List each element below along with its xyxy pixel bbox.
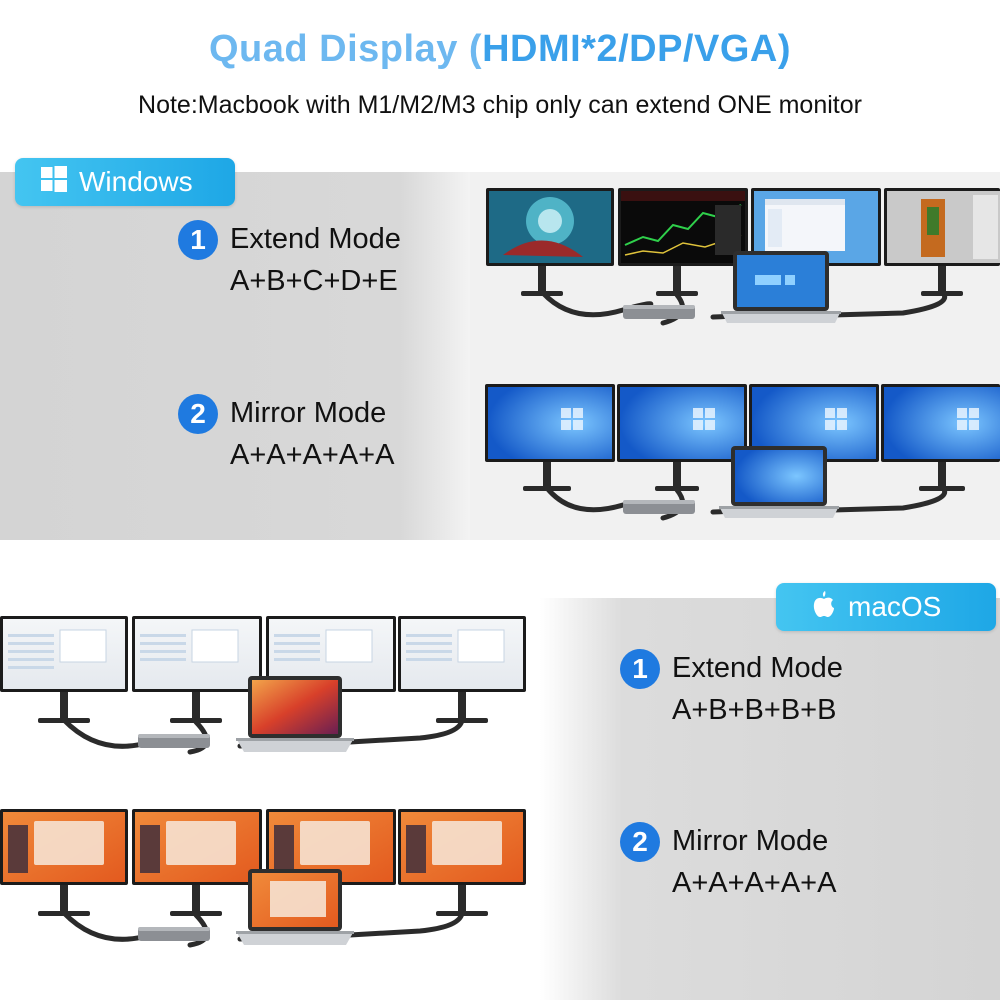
windows-badge: Windows <box>15 158 235 206</box>
apple-logo-icon <box>812 590 836 625</box>
title-part-2: HDMI*2/DP/VGA) <box>482 28 791 70</box>
mode-name: Extend Mode <box>672 652 843 684</box>
macbook-mirror <box>236 869 354 945</box>
mode-formula: A+A+A+A+A <box>230 439 395 471</box>
title-part-1: Quad Display ( <box>209 28 483 70</box>
mode-formula: A+B+B+B+B <box>672 694 837 726</box>
mode-number-badge: 1 <box>620 649 660 689</box>
windows-extend-illustration <box>486 188 1000 326</box>
mode-number-badge: 1 <box>178 220 218 260</box>
windows-logo-icon <box>41 165 67 199</box>
laptop-e <box>721 251 841 323</box>
monitor-b <box>618 188 748 266</box>
windows-mirror-illustration <box>485 384 1000 521</box>
macos-badge-label: macOS <box>848 591 942 622</box>
windows-mirror-mode: 2 Mirror Mode A+A+A+A+A <box>178 392 394 476</box>
windows-extend-mode: 1 Extend Mode A+B+C+D+E <box>178 218 401 302</box>
mode-formula: A+A+A+A+A <box>672 867 837 899</box>
macos-mirror-illustration <box>0 809 526 948</box>
windows-badge-label: Windows <box>79 166 193 197</box>
laptop-mirror <box>719 446 839 518</box>
mode-number-badge: 2 <box>178 394 218 434</box>
page-title: Quad Display (HDMI*2/DP/VGA) <box>0 28 1000 71</box>
macos-badge: macOS <box>776 583 996 631</box>
macbook-extend <box>236 676 354 752</box>
macos-extend-mode: 1 Extend Mode A+B+B+B+B <box>620 647 843 731</box>
mirror-monitors <box>485 384 1000 462</box>
monitor-d <box>884 188 1000 266</box>
mode-number-badge: 2 <box>620 822 660 862</box>
monitor-a <box>486 188 614 266</box>
macos-extend-illustration <box>0 616 526 755</box>
windows-section-background <box>0 172 500 540</box>
macos-section-background <box>540 598 1000 1000</box>
mode-name: Extend Mode <box>230 223 401 255</box>
mode-name: Mirror Mode <box>230 397 387 429</box>
macos-mirror-mode: 2 Mirror Mode A+A+A+A+A <box>620 820 836 904</box>
mode-name: Mirror Mode <box>672 825 829 857</box>
compatibility-note: Note:Macbook with M1/M2/M3 chip only can… <box>138 91 862 119</box>
mode-formula: A+B+C+D+E <box>230 265 398 297</box>
